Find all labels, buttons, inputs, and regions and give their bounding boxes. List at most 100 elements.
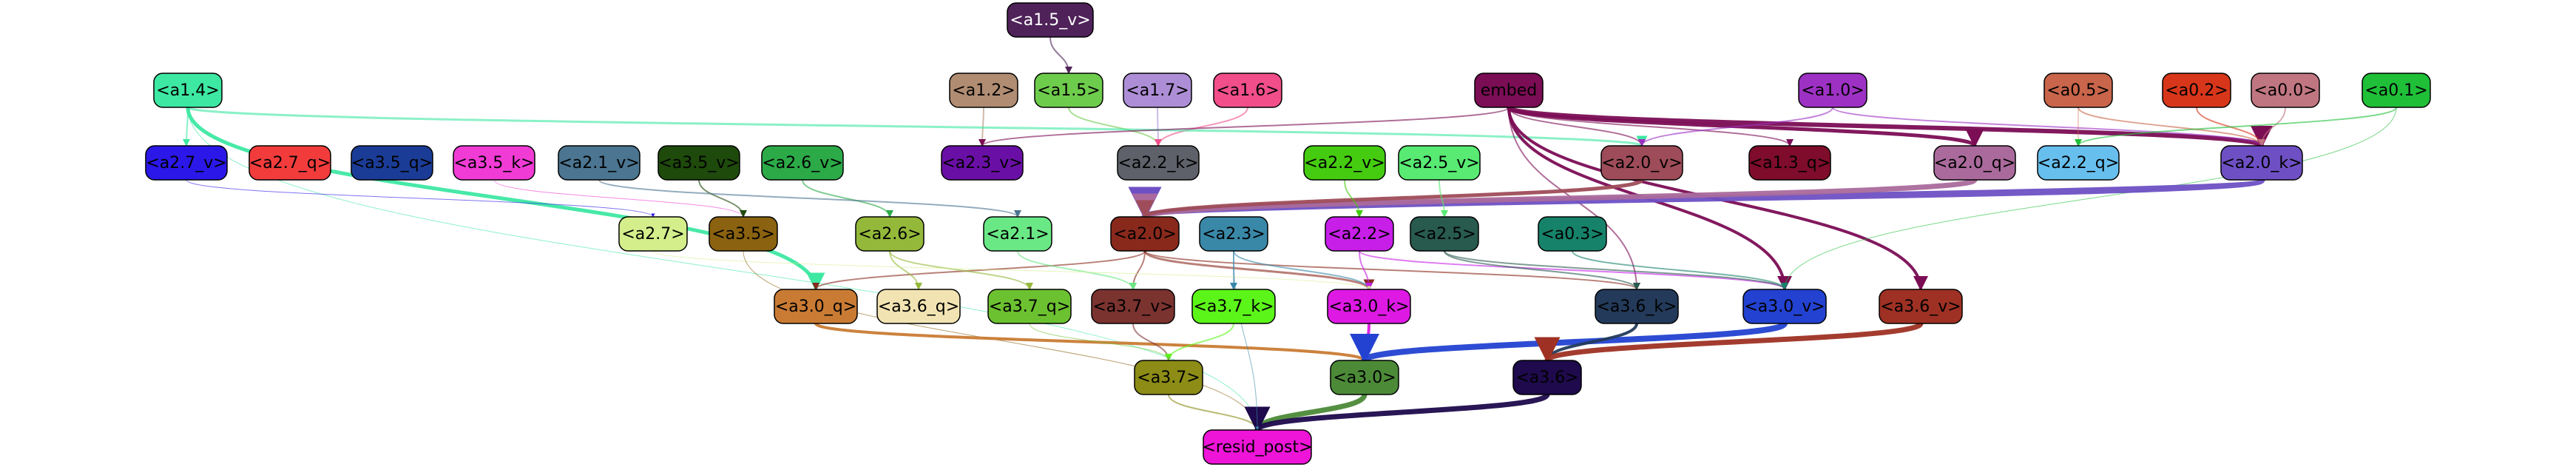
node-a3-5-k[interactable]: <a3.5_k> bbox=[453, 145, 535, 181]
node-a3-0-v[interactable]: <a3.0_v> bbox=[1742, 289, 1827, 324]
node-box bbox=[1879, 289, 1963, 324]
node-a2-0-v[interactable]: <a2.0_v> bbox=[1600, 145, 1683, 181]
node-a2-1-v[interactable]: <a2.1_v> bbox=[558, 145, 640, 181]
node-label: <a3.7_k> bbox=[1193, 298, 1274, 316]
node-box bbox=[1123, 73, 1192, 108]
node-a3-6[interactable]: <a3.6> bbox=[1512, 360, 1582, 395]
node-label: <a0.1> bbox=[2364, 81, 2427, 100]
edge-embed-to-a2_3_v bbox=[978, 107, 1510, 147]
node-label: <a3.0> bbox=[1333, 369, 1396, 387]
node-box bbox=[657, 145, 740, 181]
edge-a3_6-to-resid_post bbox=[1245, 392, 1550, 433]
node-a3-6-v[interactable]: <a3.6_v> bbox=[1879, 289, 1963, 324]
node-a2-7-v[interactable]: <a2.7_v> bbox=[145, 145, 228, 181]
node-a1-6[interactable]: <a1.6> bbox=[1213, 73, 1282, 108]
node-a0-3[interactable]: <a0.3> bbox=[1538, 216, 1607, 252]
node-a3-5[interactable]: <a3.5> bbox=[709, 216, 778, 252]
node-a1-4[interactable]: <a1.4> bbox=[153, 73, 223, 108]
node-box bbox=[2362, 73, 2431, 108]
node-a3-7[interactable]: <a3.7> bbox=[1134, 360, 1203, 395]
node-box bbox=[1213, 73, 1282, 108]
node-a2-5-v[interactable]: <a2.5_v> bbox=[1398, 145, 1481, 181]
node-a2-5[interactable]: <a2.5> bbox=[1410, 216, 1479, 252]
node-label: <a3.6_v> bbox=[1880, 298, 1961, 316]
node-a2-0-k[interactable]: <a2.0_k> bbox=[2220, 145, 2303, 181]
edge-a3_5_k-to-a3_5 bbox=[493, 179, 746, 218]
node-box bbox=[1595, 289, 1679, 324]
node-box bbox=[453, 145, 535, 181]
node-label: <resid_post> bbox=[1202, 438, 1312, 457]
node-a2-2-v[interactable]: <a2.2_v> bbox=[1303, 145, 1386, 181]
node-label: <a2.2_v> bbox=[1304, 154, 1385, 172]
node-box bbox=[2037, 145, 2120, 181]
node-label: <a3.5_k> bbox=[453, 154, 534, 172]
node-a2-2[interactable]: <a2.2> bbox=[1325, 216, 1394, 252]
node-box bbox=[1600, 145, 1683, 181]
node-a2-0-q[interactable]: <a2.0_q> bbox=[1933, 145, 2016, 181]
edge-a2_6_v-to-a2_6 bbox=[802, 179, 893, 218]
node-label: <a1.0> bbox=[1801, 81, 1864, 100]
node-a2-2-q[interactable]: <a2.2_q> bbox=[2037, 145, 2120, 181]
node-embed[interactable]: embed bbox=[1474, 73, 1544, 108]
node-a3-6-k[interactable]: <a3.6_k> bbox=[1595, 289, 1679, 324]
node-a2-0[interactable]: <a2.0> bbox=[1110, 216, 1180, 252]
node-a1-3-q[interactable]: <a1.3_q> bbox=[1748, 145, 1831, 181]
node-a2-6-v[interactable]: <a2.6_v> bbox=[761, 145, 844, 181]
edge-a3_6_v-to-a3_6 bbox=[1535, 320, 1924, 363]
node-a3-5-v[interactable]: <a3.5_v> bbox=[657, 145, 740, 181]
node-a3-0-k[interactable]: <a3.0_k> bbox=[1327, 289, 1411, 324]
node-a2-6[interactable]: <a2.6> bbox=[855, 216, 924, 252]
node-a0-1[interactable]: <a0.1> bbox=[2362, 73, 2431, 108]
node-box bbox=[1798, 73, 1867, 108]
edge-a3_5_v-to-a3_5 bbox=[698, 179, 747, 218]
edge-a3_7_k-to-a3_7 bbox=[1165, 323, 1234, 361]
node-a3-6-q[interactable]: <a3.6_q> bbox=[876, 289, 961, 324]
node-box bbox=[1512, 360, 1582, 395]
node-resid-post[interactable]: <resid_post> bbox=[1202, 429, 1313, 465]
node-a2-2-k[interactable]: <a2.2_k> bbox=[1117, 145, 1200, 181]
node-box bbox=[1933, 145, 2016, 181]
node-box bbox=[1748, 145, 1831, 181]
node-a3-7-k[interactable]: <a3.7_k> bbox=[1191, 289, 1276, 324]
edge-a1_0-to-a2_0_v bbox=[1638, 107, 1833, 147]
node-label: embed bbox=[1481, 81, 1537, 100]
edge-a0_1-to-a3_0_v bbox=[1782, 107, 2397, 290]
node-a2-7-q[interactable]: <a2.7_q> bbox=[249, 145, 331, 181]
node-box bbox=[987, 289, 1072, 324]
node-a2-7[interactable]: <a2.7> bbox=[618, 216, 688, 252]
node-label: <a2.7_q> bbox=[249, 154, 331, 172]
node-a2-3[interactable]: <a2.3> bbox=[1199, 216, 1268, 252]
edge-embed-to-a2_0_v bbox=[1508, 107, 1646, 147]
node-label: <a2.2> bbox=[1328, 225, 1390, 244]
node-a1-2[interactable]: <a1.2> bbox=[949, 73, 1018, 108]
node-a3-0[interactable]: <a3.0> bbox=[1330, 360, 1399, 395]
node-box bbox=[1330, 360, 1399, 395]
node-a3-7-v[interactable]: <a3.7_v> bbox=[1091, 289, 1175, 324]
node-label: <a3.6_k> bbox=[1596, 298, 1677, 316]
node-a0-2[interactable]: <a0.2> bbox=[2162, 73, 2231, 108]
node-a1-0[interactable]: <a1.0> bbox=[1798, 73, 1867, 108]
node-a2-1[interactable]: <a2.1> bbox=[983, 216, 1052, 252]
node-a1-5[interactable]: <a1.5> bbox=[1034, 73, 1103, 108]
edge-a2_5-to-a3_6_k bbox=[1444, 250, 1640, 290]
node-label: <a1.4> bbox=[156, 81, 219, 100]
node-label: <a3.5_q> bbox=[351, 154, 433, 172]
node-a1-7[interactable]: <a1.7> bbox=[1123, 73, 1192, 108]
node-box bbox=[145, 145, 228, 181]
node-box bbox=[1398, 145, 1481, 181]
node-a3-0-q[interactable]: <a3.0_q> bbox=[774, 289, 858, 324]
node-box bbox=[983, 216, 1052, 252]
edge-a2_2-to-a3_0_k bbox=[1359, 250, 1373, 290]
edge-a0_5-to-a2_0_k bbox=[2078, 107, 2265, 147]
node-box bbox=[941, 145, 1024, 181]
node-a3-7-q[interactable]: <a3.7_q> bbox=[987, 289, 1072, 324]
node-label: <a0.5> bbox=[2046, 81, 2109, 100]
node-a0-0[interactable]: <a0.0> bbox=[2251, 73, 2320, 108]
node-label: <a2.2_k> bbox=[1118, 154, 1198, 172]
node-a2-3-v[interactable]: <a2.3_v> bbox=[941, 145, 1024, 181]
node-a1-5-v[interactable]: <a1.5_v> bbox=[1007, 2, 1094, 38]
node-a0-5[interactable]: <a0.5> bbox=[2043, 73, 2113, 108]
node-label: <a3.7_q> bbox=[989, 298, 1070, 316]
node-a3-5-q[interactable]: <a3.5_q> bbox=[351, 145, 433, 181]
